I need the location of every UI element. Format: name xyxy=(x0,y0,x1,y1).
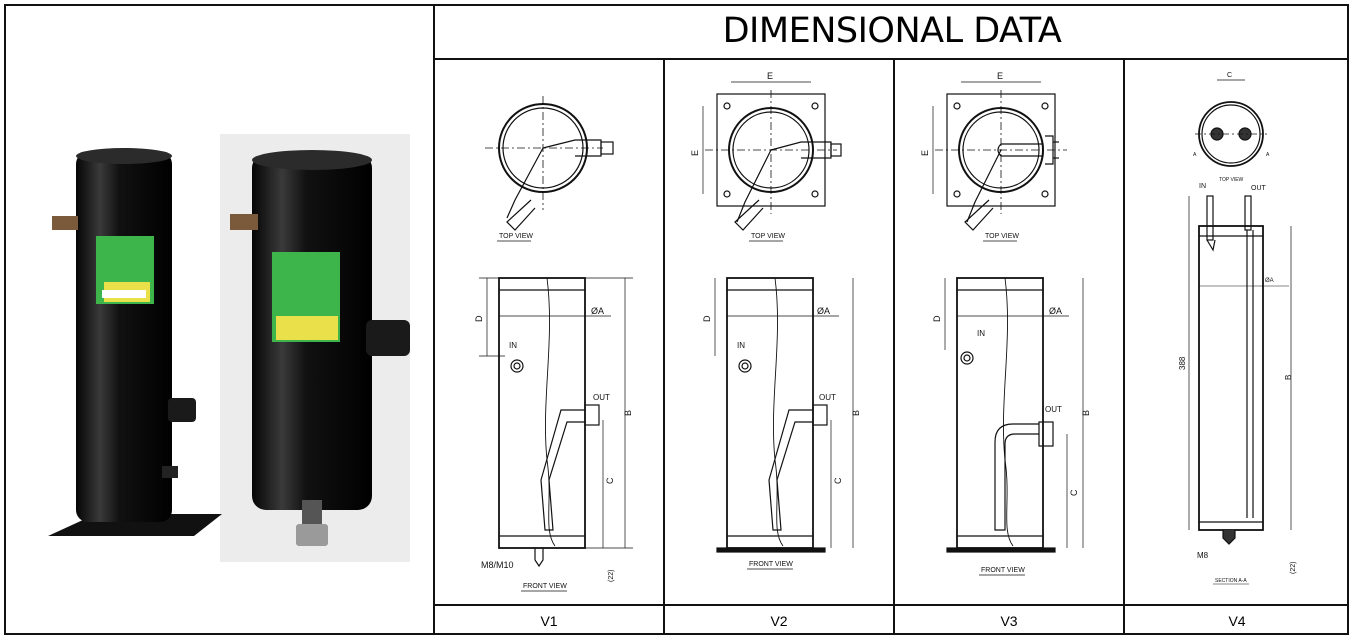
footer-divider xyxy=(435,604,1349,606)
section-mark-left: A xyxy=(1193,152,1197,158)
dim-c: C xyxy=(833,477,843,484)
dim-c: C xyxy=(1227,72,1232,79)
in-label: IN xyxy=(977,329,985,338)
variant-label-v1: V1 xyxy=(540,612,558,629)
dim-e-side: E xyxy=(690,150,700,156)
panel-divider xyxy=(433,4,435,635)
dim-dia-a: ØA xyxy=(591,306,604,316)
out-label: OUT xyxy=(593,393,610,402)
dim-c: C xyxy=(605,477,615,484)
dim-dia-a: ØA xyxy=(817,306,830,316)
thread-label: M8/M10 xyxy=(481,560,514,570)
top-view-caption: TOP VIEW xyxy=(985,233,1019,240)
drawing-v3: E E TOP VIEW D ØA IN OUT B C FRONT VIEW xyxy=(895,60,1123,635)
drawing-v2: E E TOP VIEW D ØA IN OUT B C FRONT VIEW xyxy=(665,60,893,635)
drawing-v4: C A A TOP VIEW IN OUT ØA 388 B M8 (22) S… xyxy=(1125,60,1349,635)
top-view-caption: TOP VIEW xyxy=(751,233,785,240)
dim-dia-a: ØA xyxy=(1265,278,1274,284)
length-label: 388 xyxy=(1178,356,1187,370)
dim-b: B xyxy=(623,410,633,416)
dim-b: B xyxy=(1081,410,1091,416)
in-label: IN xyxy=(737,341,745,350)
column-divider xyxy=(663,60,665,635)
dim-d: D xyxy=(702,315,712,322)
gap-label: (22) xyxy=(1290,562,1297,574)
out-label: OUT xyxy=(1251,185,1267,192)
variant-label-v3: V3 xyxy=(1000,612,1018,629)
dim-e-top: E xyxy=(767,71,773,81)
top-view-caption: TOP VIEW xyxy=(499,233,533,240)
dim-b: B xyxy=(851,410,861,416)
dim-d: D xyxy=(932,315,942,322)
dim-e-top: E xyxy=(997,71,1003,81)
out-label: OUT xyxy=(1045,405,1062,414)
variant-label-v4: V4 xyxy=(1228,612,1246,629)
thread-label: M8 xyxy=(1197,551,1209,560)
front-view-caption: FRONT VIEW xyxy=(981,567,1025,574)
drawing-v1: TOP VIEW D ØA IN OUT B C M8/M10 (22) FRO… xyxy=(435,60,663,635)
page-title: DIMENSIONAL DATA xyxy=(722,11,1062,51)
product-photo-panel xyxy=(4,4,434,635)
column-divider xyxy=(1123,60,1125,635)
dim-b: B xyxy=(1284,375,1293,380)
product-photo xyxy=(48,134,410,562)
top-view-caption: TOP VIEW xyxy=(1219,177,1244,183)
title-cell: DIMENSIONAL DATA xyxy=(435,4,1349,60)
in-label: IN xyxy=(1199,183,1206,190)
column-divider xyxy=(893,60,895,635)
out-label: OUT xyxy=(819,393,836,402)
dim-d: D xyxy=(474,315,484,322)
in-label: IN xyxy=(509,341,517,350)
section-caption: SECTION A-A xyxy=(1215,578,1247,584)
dim-c: C xyxy=(1069,489,1079,496)
dim-e-side: E xyxy=(920,150,930,156)
front-view-caption: FRONT VIEW xyxy=(523,583,567,590)
gap-label: (22) xyxy=(608,570,615,582)
front-view-caption: FRONT VIEW xyxy=(749,561,793,568)
dim-dia-a: ØA xyxy=(1049,306,1062,316)
table-frame xyxy=(4,4,1349,635)
section-mark-right: A xyxy=(1266,152,1270,158)
variant-label-v2: V2 xyxy=(770,612,788,629)
